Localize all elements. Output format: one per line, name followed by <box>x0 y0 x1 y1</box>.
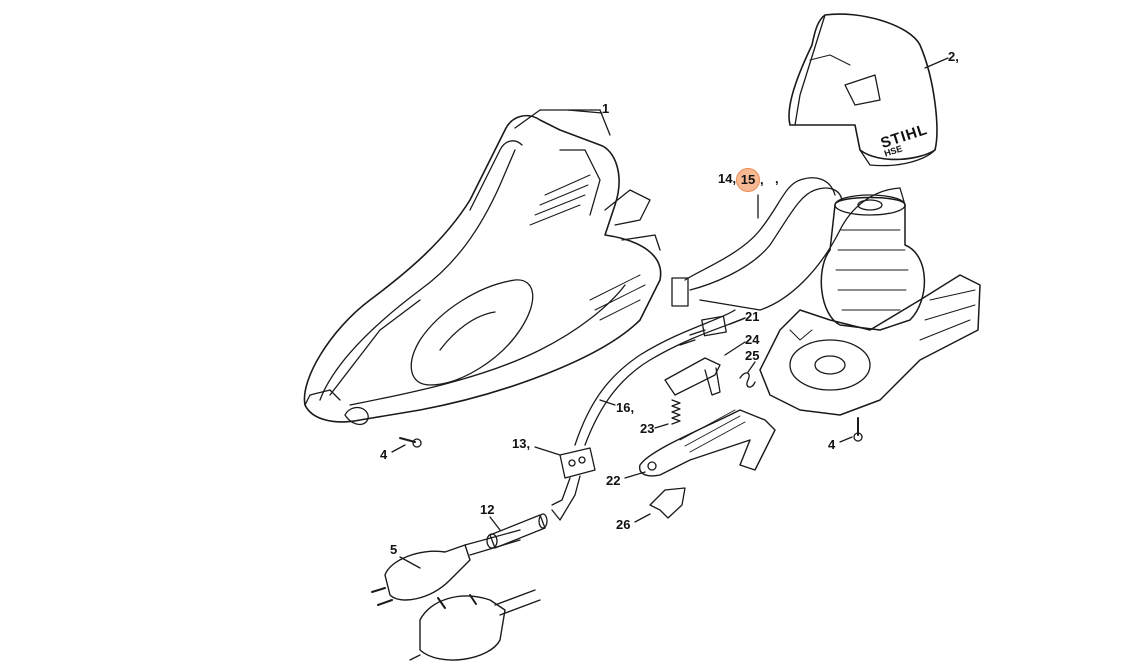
callout-23[interactable]: 23 <box>640 421 655 436</box>
callout-14[interactable]: 14, <box>718 171 737 186</box>
motor-cover <box>788 13 938 167</box>
euro-plug <box>371 529 521 606</box>
callout-15-extra-comma: , <box>775 171 779 186</box>
callout-5[interactable]: 5 <box>390 542 398 557</box>
compression-spring <box>671 399 681 425</box>
callout-25[interactable]: 25 <box>745 348 760 363</box>
callout-4-right[interactable]: 4 <box>828 437 836 452</box>
internal-cable <box>574 309 746 446</box>
callout-15-highlighted[interactable]: 15, <box>736 168 764 192</box>
screw-right <box>853 417 863 442</box>
callout-13[interactable]: 13, <box>512 436 531 451</box>
callout-2[interactable]: 2, <box>948 49 959 64</box>
switch-trigger <box>638 409 776 477</box>
micro-switch <box>679 315 727 346</box>
terminal-block <box>551 447 596 521</box>
callout-12[interactable]: 12 <box>480 502 495 517</box>
housing-shell <box>303 114 662 426</box>
uk-plug <box>409 589 541 661</box>
callout-21[interactable]: 21 <box>745 309 760 324</box>
motor-assembly <box>759 194 981 416</box>
cable-clip <box>649 487 686 519</box>
screw-left <box>399 437 422 448</box>
spring <box>739 372 756 388</box>
callout-26[interactable]: 26 <box>616 517 631 532</box>
callout-22[interactable]: 22 <box>606 473 621 488</box>
callout-4-left[interactable]: 4 <box>380 447 388 462</box>
callout-1[interactable]: 1 <box>602 101 610 116</box>
callout-15-badge[interactable]: 15 <box>736 168 760 192</box>
lever <box>664 357 721 396</box>
callout-15-suffix: , <box>760 172 764 187</box>
wiring-harness <box>671 177 906 311</box>
callout-24[interactable]: 24 <box>745 332 760 347</box>
callout-16[interactable]: 16, <box>616 400 635 415</box>
